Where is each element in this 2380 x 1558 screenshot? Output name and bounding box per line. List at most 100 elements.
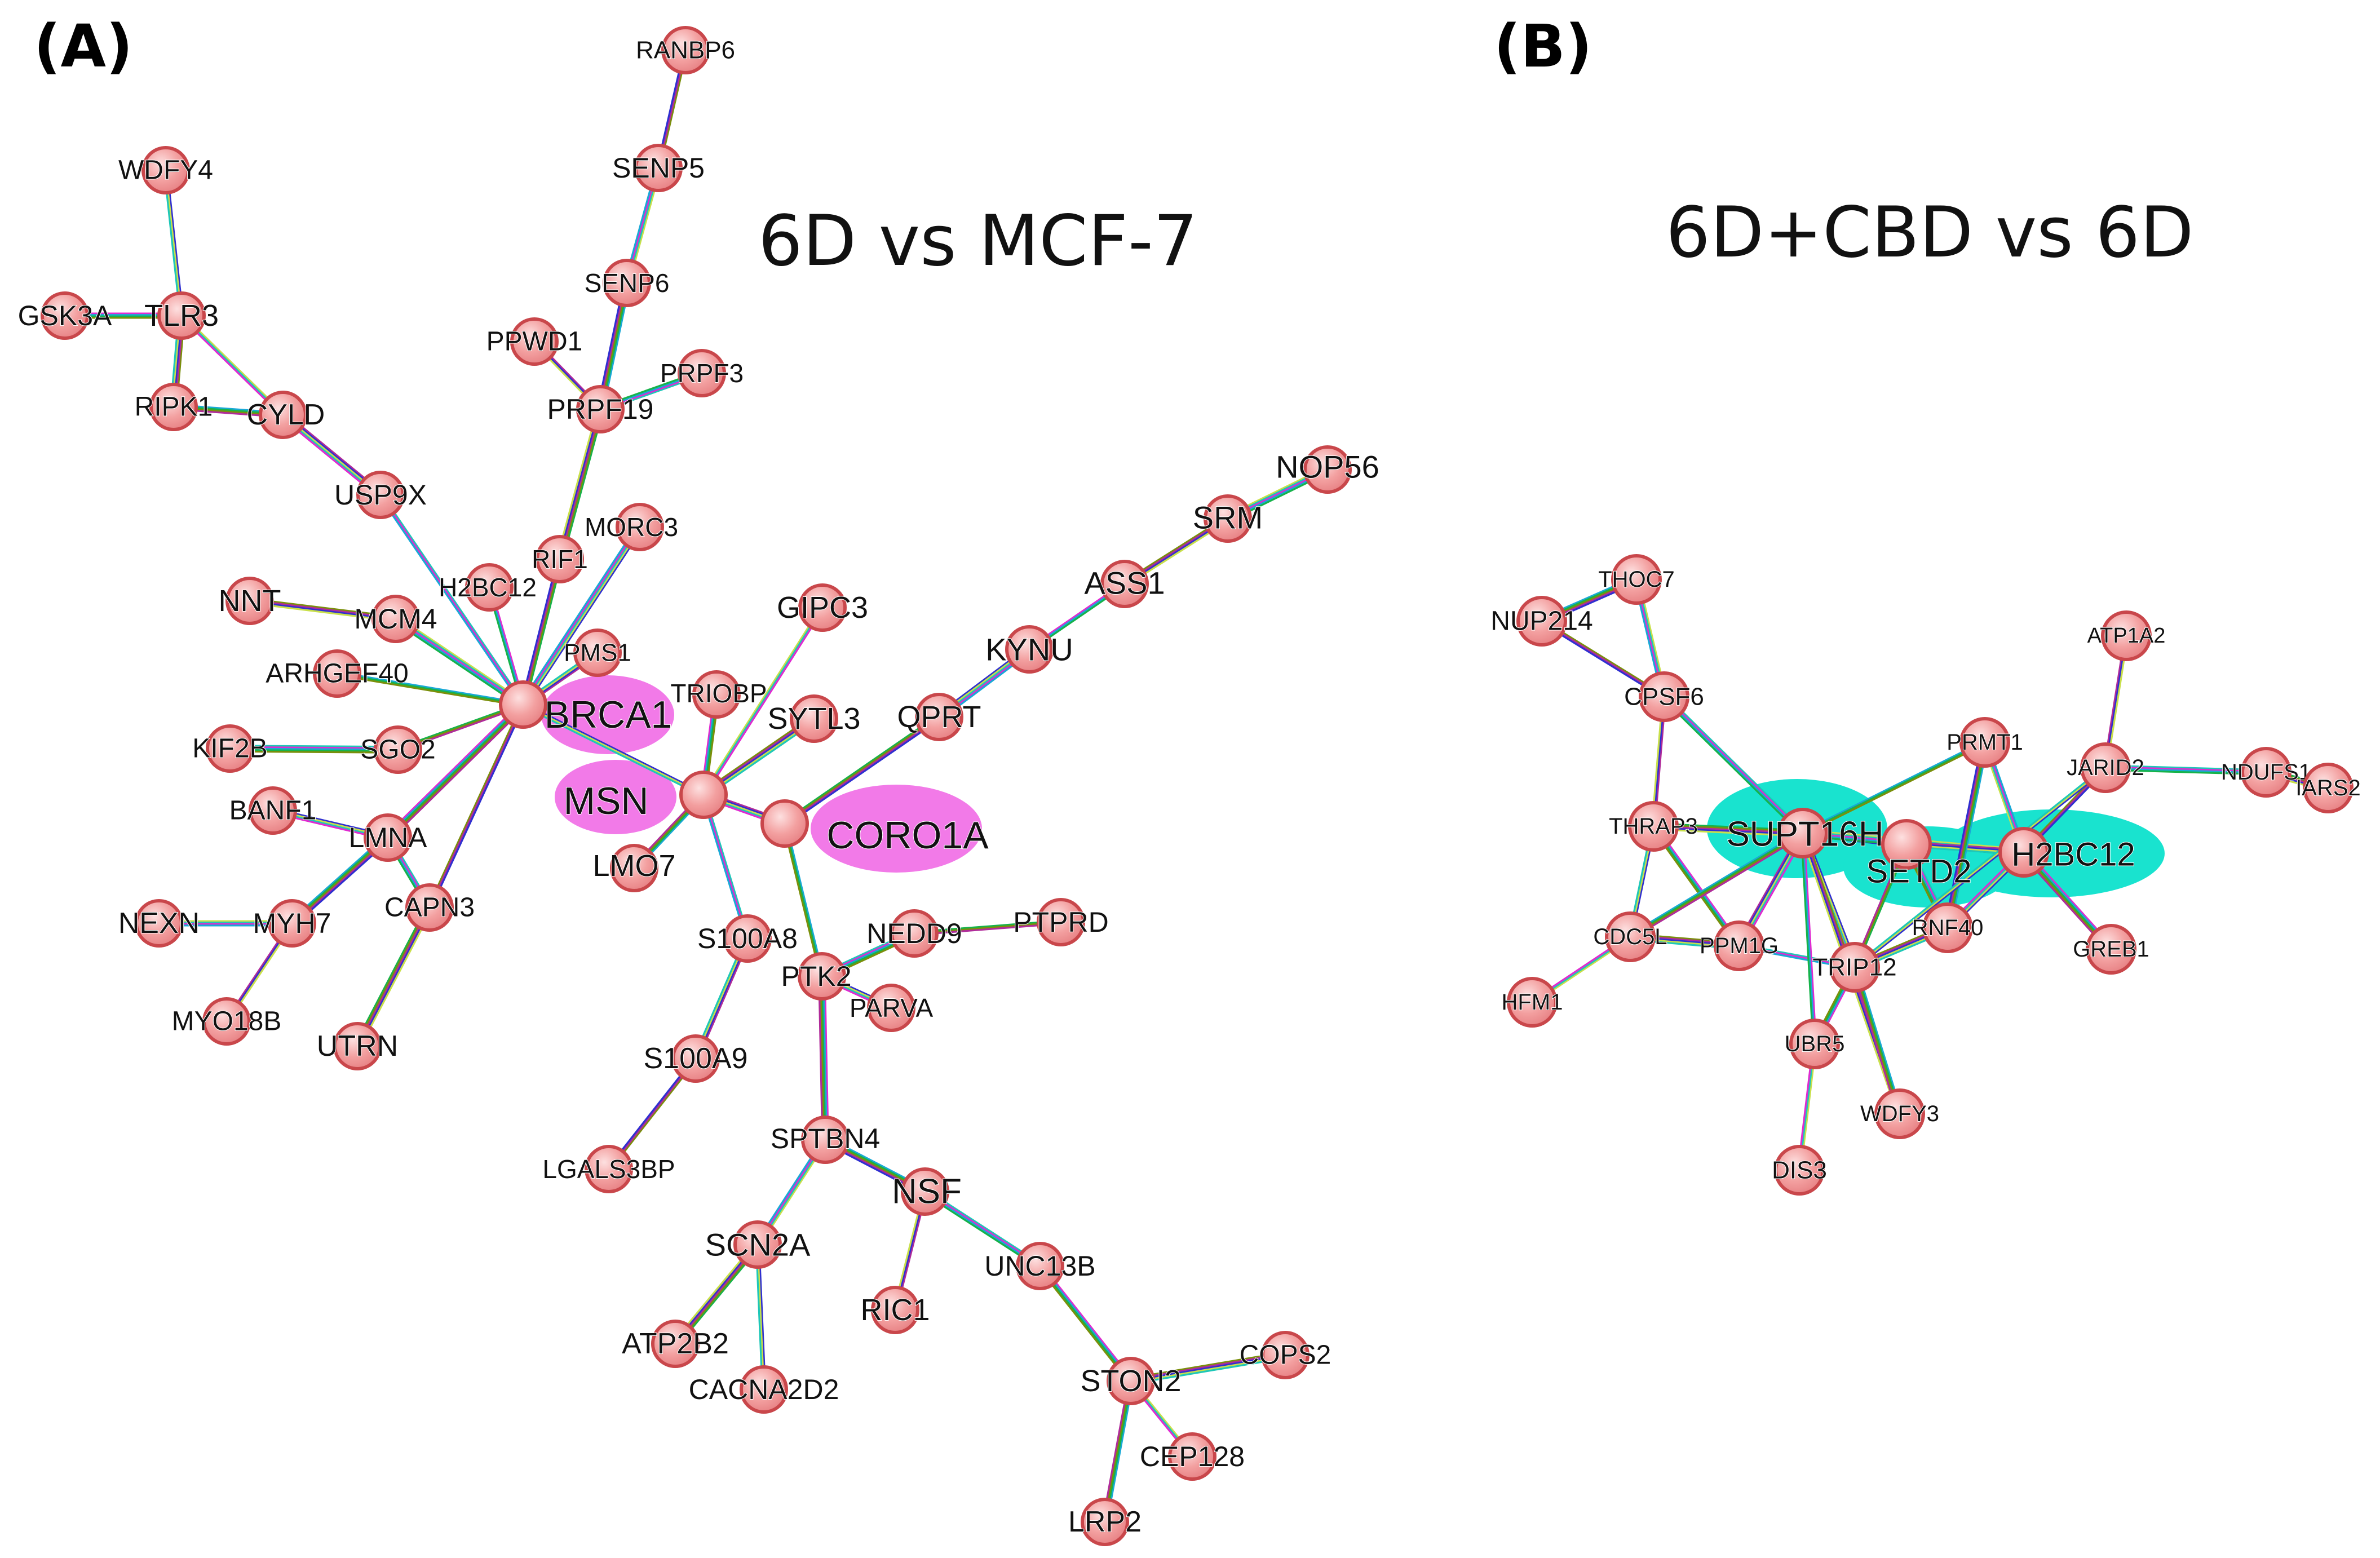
node-prpf3[interactable]: PRPF3 [660,349,744,397]
node-usp9x[interactable]: USP9X [334,471,427,519]
node-circle [1829,942,1880,993]
node-lmo7[interactable]: LMO7 [592,844,676,892]
node-label: PRPF19 [547,393,654,425]
edge-strand [229,749,399,753]
node-cacna2d2[interactable]: CACNA2D2 [688,1365,839,1414]
node-gipc3[interactable]: GIPC3 [776,583,869,632]
node-label: LMO7 [592,849,675,883]
node-atp1a2[interactable]: ATP1A2 [2087,610,2166,661]
node-coro1a[interactable]: CORO1A [760,799,989,857]
node-ric1[interactable]: RIC1 [860,1286,931,1334]
node-ptprd[interactable]: PTPRD [1012,898,1109,946]
node-cpsf6[interactable]: CPSF6 [1623,671,1705,722]
node-lrp2[interactable]: LRP2 [1068,1498,1142,1546]
node-thoc7[interactable]: THOC7 [1598,554,1675,605]
node-circle [801,1116,850,1164]
node-s100a8[interactable]: S100A8 [697,914,798,963]
node-ndufs1[interactable]: NDUFS1 [2220,747,2312,798]
edge-strand [702,794,749,940]
node-circle [405,883,454,932]
node-utrn[interactable]: UTRN [316,1022,399,1070]
node-msn[interactable]: MSN [563,771,728,823]
node-senp5[interactable]: SENP5 [612,144,705,192]
node-morc3[interactable]: MORC3 [584,503,679,551]
node-h2bc12[interactable]: H2BC12 [438,563,537,612]
node-sgo2[interactable]: SGO2 [360,725,436,774]
edge-strand [1945,741,1985,929]
edge-strand [1856,966,1903,1114]
node-s100a9[interactable]: S100A9 [643,1034,749,1083]
node-ston2[interactable]: STON2 [1080,1357,1182,1405]
node-lgals3bp[interactable]: LGALS3BP [542,1145,676,1193]
node-label: WDFY4 [118,156,213,185]
node-cep128[interactable]: CEP128 [1139,1432,1245,1481]
node-qprt[interactable]: QPRT [896,693,982,741]
node-label: S100A8 [697,923,798,954]
edge-strand [913,921,1062,935]
node-pms1[interactable]: PMS1 [563,628,632,677]
node-nexn[interactable]: NEXN [118,899,200,948]
node-circle [901,1167,949,1216]
node-sptbn4[interactable]: SPTBN4 [770,1116,881,1164]
edge-strand [785,822,825,977]
node-unc13b[interactable]: UNC13B [984,1242,1096,1290]
node-gsk3a[interactable]: GSK3A [17,291,113,340]
node-mcm4[interactable]: MCM4 [353,595,438,643]
node-h2bc12[interactable]: H2BC12 [1998,827,2136,878]
node-rif1[interactable]: RIF1 [531,535,589,583]
node-prpf19[interactable]: PRPF19 [547,385,654,433]
node-supt16h[interactable]: SUPT16H [1726,808,1884,858]
edge-ston2-cops2 [1129,1351,1287,1385]
node-nsf[interactable]: NSF [891,1167,962,1216]
node-setd2[interactable]: SETD2 [1866,819,1972,891]
node-kynu[interactable]: KYNU [985,625,1074,674]
node-myh7[interactable]: MYH7 [253,899,331,948]
node-scn2a[interactable]: SCN2A [705,1220,811,1269]
node-nnt[interactable]: NNT [218,577,281,625]
node-ranbp6[interactable]: RANBP6 [635,26,736,74]
node-nedd9[interactable]: NEDD9 [866,909,963,958]
edge-morc3-brca1 [520,524,643,707]
node-cyld[interactable]: CYLD [246,391,325,439]
node-nup214[interactable]: NUP214 [1490,596,1594,647]
node-arhgef40[interactable]: ARHGEF40 [265,649,409,698]
node-triobp[interactable]: TRIOBP [670,670,768,719]
edge-strand [1130,1354,1286,1382]
node-tlr3[interactable]: TLR3 [144,291,219,340]
node-jarid2[interactable]: JARID2 [2066,742,2145,793]
node-label: CPSF6 [1624,683,1704,711]
node-ubr5[interactable]: UBR5 [1784,1019,1845,1069]
node-sytl3[interactable]: SYTL3 [767,694,861,743]
node-greb1[interactable]: GREB1 [2072,924,2150,975]
node-atp2b2[interactable]: ATP2B2 [621,1320,729,1368]
node-myo18b[interactable]: MYO18B [171,997,282,1046]
node-iars2[interactable]: IARS2 [2295,763,2361,813]
node-prmt1[interactable]: PRMT1 [1946,717,2024,768]
node-ppwd1[interactable]: PPWD1 [486,317,583,366]
node-hfm1[interactable]: HFM1 [1501,977,1563,1028]
node-circle [1922,902,1973,953]
node-srm[interactable]: SRM [1192,494,1263,543]
node-wdfy3[interactable]: WDFY3 [1860,1088,1940,1139]
node-ppm1g[interactable]: PPM1G [1699,920,1779,971]
node-rnf40[interactable]: RNF40 [1912,902,1984,953]
node-wdfy4[interactable]: WDFY4 [118,146,214,194]
node-cops2[interactable]: COPS2 [1239,1331,1331,1379]
node-trip12[interactable]: TRIP12 [1812,942,1897,993]
node-parva[interactable]: PARVA [849,984,934,1032]
node-senp6[interactable]: SENP6 [584,259,670,307]
node-ass1[interactable]: ASS1 [1083,560,1166,608]
node-cdc5l[interactable]: CDC5L [1592,911,1668,962]
node-kif2b[interactable]: KIF2B [192,724,268,773]
node-dis3[interactable]: DIS3 [1771,1145,1828,1196]
node-brca1[interactable]: BRCA1 [499,680,673,737]
node-banf1[interactable]: BANF1 [229,786,317,835]
node-nop56[interactable]: NOP56 [1275,445,1380,494]
node-ptk2[interactable]: PTK2 [780,952,852,1001]
node-lmna[interactable]: LMNA [348,813,428,862]
node-thrap3[interactable]: THRAP3 [1608,801,1698,852]
node-circle [651,1320,700,1368]
edge-strand [1129,1352,1286,1381]
node-capn3[interactable]: CAPN3 [384,883,475,932]
node-ripk1[interactable]: RIPK1 [134,383,213,431]
